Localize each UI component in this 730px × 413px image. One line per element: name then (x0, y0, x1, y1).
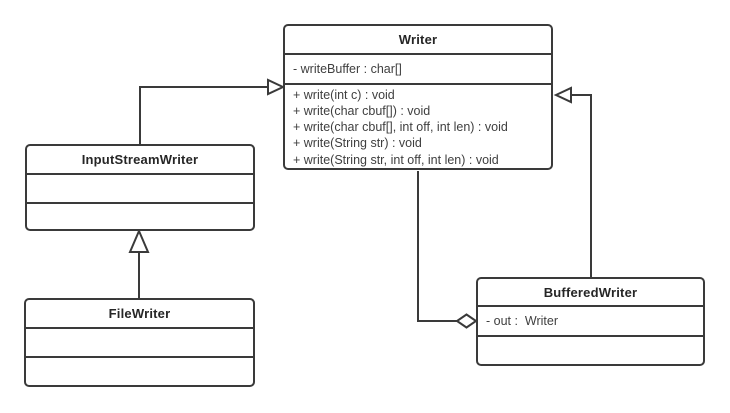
class-method: + write(char cbuf[]) : void (293, 103, 431, 118)
hollow-triangle-arrowhead (267, 78, 286, 96)
methods-compartment (27, 202, 253, 229)
attributes-compartment: - out : Writer (478, 305, 703, 335)
class-method: + write(String str) : void (293, 136, 422, 151)
attributes-compartment (27, 173, 253, 202)
hollow-diamond (455, 313, 478, 329)
class-method: + write(int c) : void (293, 87, 395, 102)
class-name-writer: Writer (398, 31, 438, 47)
generalization-inputstreamwriter-writer (139, 78, 286, 144)
class-name-bufferedwriter: BufferedWriter (543, 284, 638, 300)
methods-compartment: + write(int c) : void + write(char cbuf[… (285, 82, 551, 168)
class-attribute: - writeBuffer : char[] (293, 61, 402, 76)
hollow-triangle-arrowhead (128, 228, 150, 253)
generalization-bufferedwriter-writer (553, 86, 592, 277)
methods-compartment (478, 335, 703, 364)
class-method: + write(char cbuf[], int off, int len) :… (293, 120, 508, 135)
class-box-filewriter: FileWriter (24, 298, 255, 387)
class-name-inputstreamwriter: InputStreamWriter (81, 152, 199, 167)
aggregation-bufferedwriter-writer (417, 171, 478, 329)
class-box-bufferedwriter: BufferedWriter - out : Writer (476, 277, 705, 366)
attributes-compartment: - writeBuffer : char[] (285, 52, 551, 83)
methods-compartment (26, 356, 253, 385)
class-attribute: - out : Writer (486, 314, 559, 328)
class-box-inputstreamwriter: InputStreamWriter (25, 144, 255, 231)
attributes-compartment (26, 327, 253, 356)
class-box-writer: Writer - writeBuffer : char[] + write(in… (283, 24, 553, 170)
class-method: + write(String str, int off, int len) : … (293, 152, 499, 167)
hollow-triangle-arrowhead (553, 86, 572, 104)
generalization-filewriter-inputstreamwriter (128, 228, 150, 298)
class-name-filewriter: FileWriter (108, 306, 171, 321)
